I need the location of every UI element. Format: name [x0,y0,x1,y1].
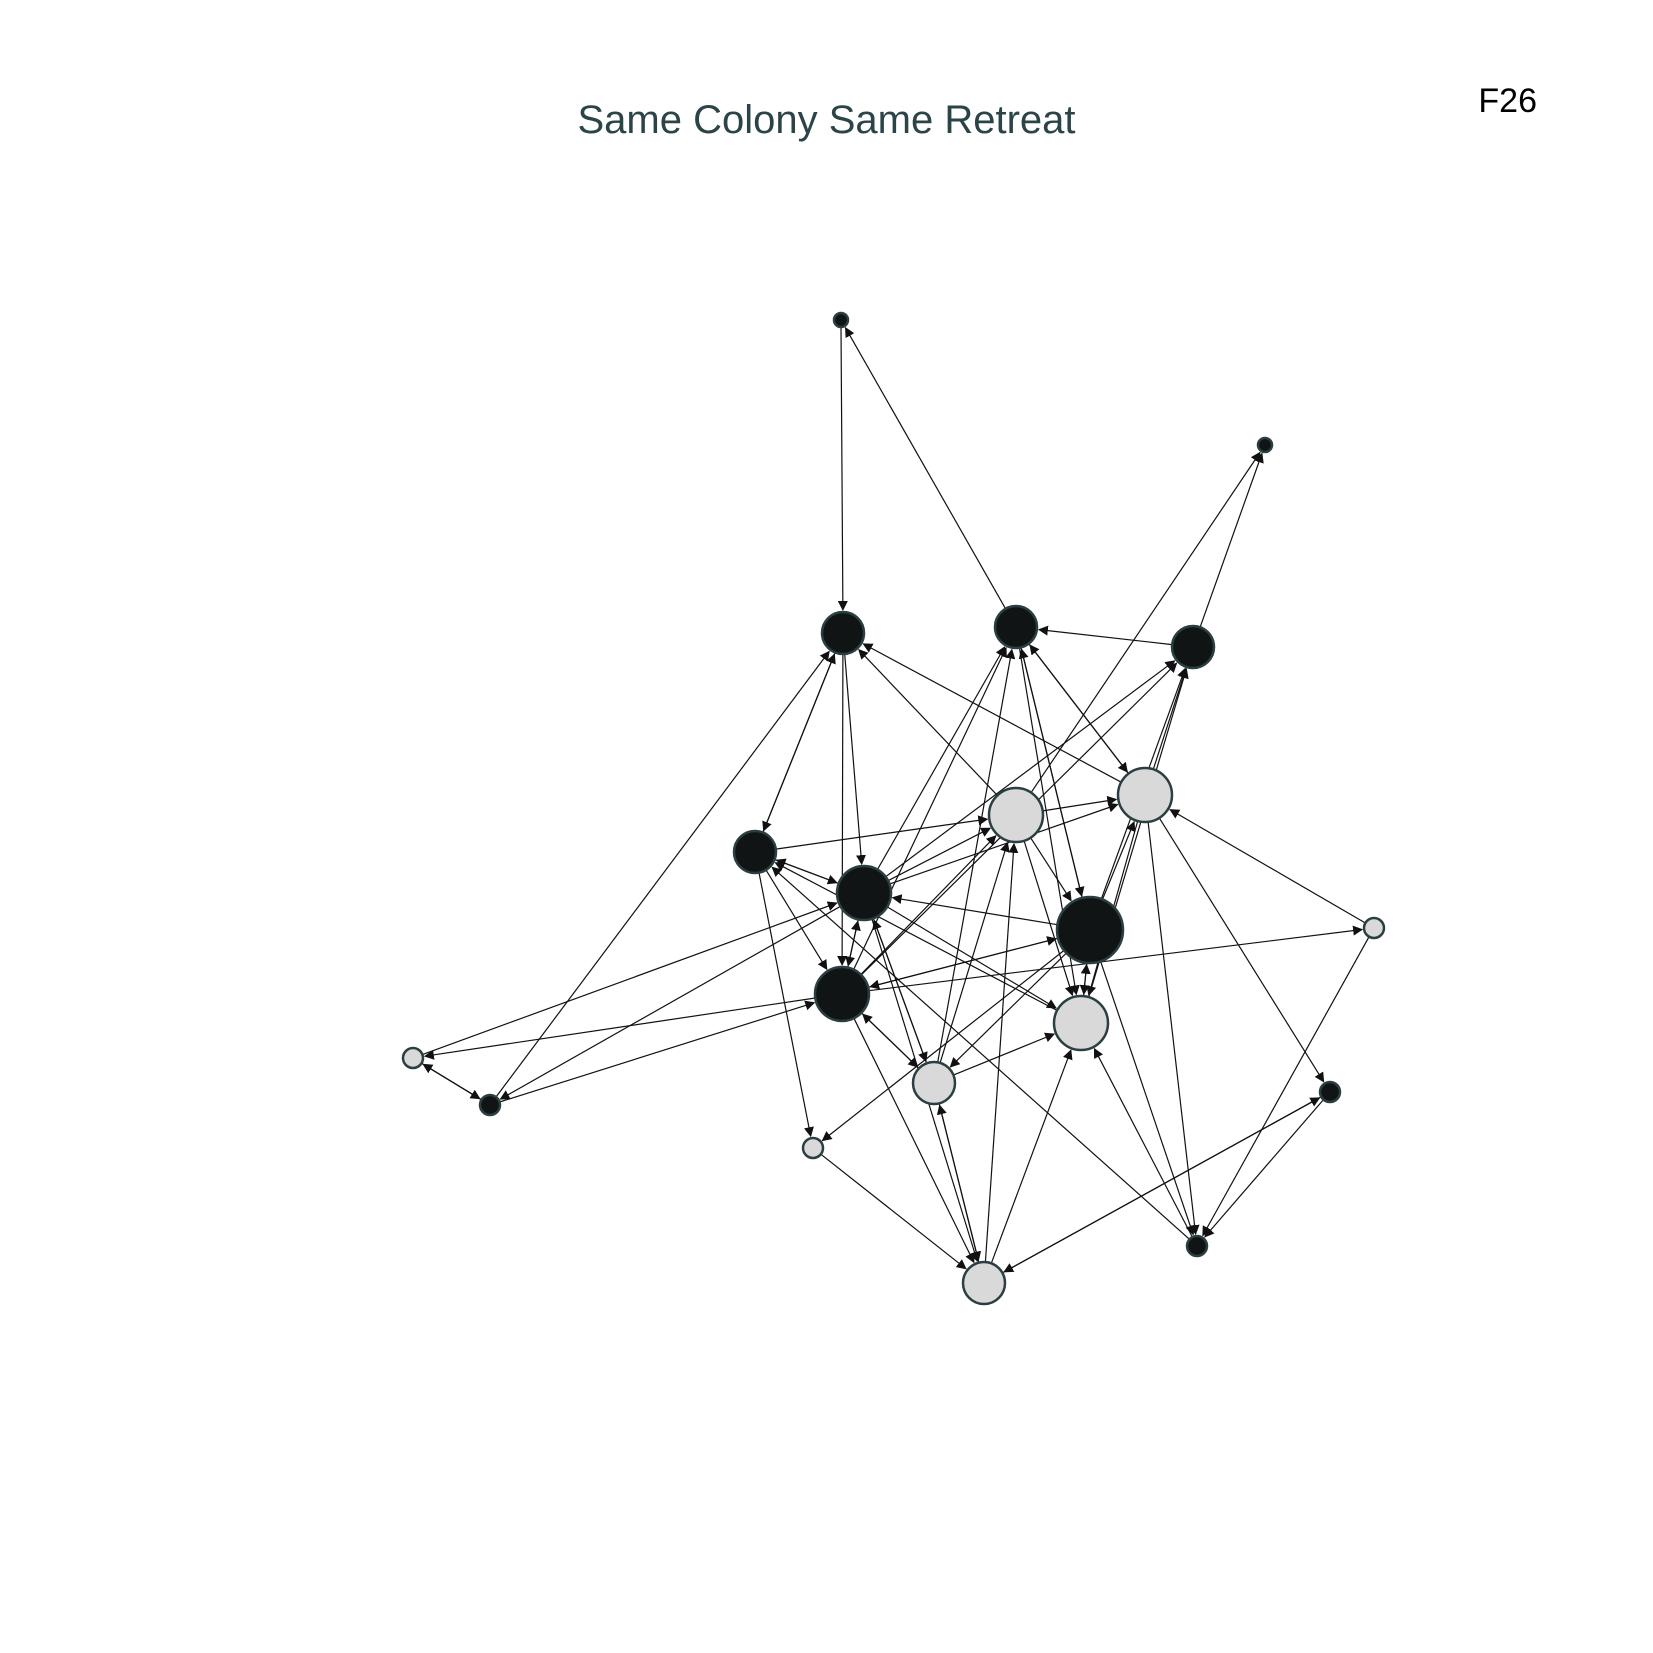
edge-I-P [872,918,928,1063]
node-D [993,604,1039,650]
edge-T-F [984,842,1019,1263]
edge-O-L [499,1000,816,1103]
edge-H-R [758,872,814,1138]
edge-G-C [862,643,1122,783]
node-A [832,311,850,329]
edge-C-L [837,653,848,966]
edge-J-I [891,894,1058,926]
edge-P-M [953,1032,1056,1076]
edge-N-I [422,901,838,1056]
edge-R-T [820,1153,967,1270]
edge-L-N [423,997,816,1060]
node-M [1052,994,1110,1052]
node-C [820,610,866,656]
edge-M-H [774,862,1058,1012]
node-R [801,1136,825,1160]
edge-P-D [937,648,1016,1063]
edge-H-F [775,815,989,850]
edge-K-S [1202,936,1370,1237]
edge-D-A [844,326,1007,610]
edge-Q-S [1204,1099,1324,1238]
edge-C-I [844,653,866,866]
chart-title: Same Colony Same Retreat [577,98,1076,142]
edge-O-N [422,1063,482,1101]
edge-L-I [847,920,861,968]
edge-G-S [1147,821,1200,1236]
node-layer [401,311,1386,1306]
node-E [1170,624,1216,670]
edge-F-G [1042,795,1118,812]
edge-L-F [860,835,997,976]
edge-L-P [860,1012,919,1068]
node-S [1185,1234,1209,1258]
edge-I-H [775,858,839,885]
edge-E-B [1199,452,1264,628]
edge-T-M [990,1049,1073,1264]
node-L [813,965,871,1023]
node-H [732,829,778,875]
edge-J-S [1100,961,1196,1236]
edge-S-H [771,866,1190,1240]
edge-L-K [868,925,1364,992]
edge-L-T [853,1017,975,1264]
node-O [478,1093,502,1117]
edge-J-R [821,949,1065,1142]
edge-M-J [1080,963,1091,997]
panel-label: F26 [1478,82,1537,120]
node-K [1362,916,1386,940]
edge-I-E [885,660,1176,878]
edge-S-M [1093,1047,1193,1238]
node-I [835,864,893,922]
edge-J-G [1101,820,1136,900]
edge-J-P [949,952,1067,1068]
node-P [911,1060,957,1106]
edge-H-L [765,869,828,971]
edge-F-B [1030,451,1261,793]
edge-I-O [499,905,841,1100]
edge-Q-T [1003,1096,1322,1273]
node-F [987,786,1045,844]
edge-A-C [837,326,848,611]
edge-F-C [858,648,998,796]
edge-K-G [1169,809,1366,924]
node-J [1055,895,1125,965]
edge-T-P [936,1104,980,1263]
edge-H-C [762,653,836,833]
node-Q [1318,1080,1342,1104]
edge-I-F [887,827,992,882]
node-N [401,1046,425,1070]
edge-D-J [1020,647,1085,897]
edge-L-J [867,936,1058,988]
node-B [1256,436,1274,454]
edge-P-F [939,841,1010,1064]
edge-E-D [1037,625,1173,646]
edge-I-G [889,802,1119,885]
node-G [1116,766,1174,824]
edge-G-E [1152,667,1188,770]
edge-I-D [876,646,1006,870]
edge-F-M [1023,840,1075,997]
node-T [961,1260,1007,1306]
edge-O-C [495,650,830,1098]
edge-G-Q [1158,817,1325,1083]
edge-D-G [1028,643,1128,773]
edge-layer [421,326,1370,1274]
edge-F-J [1030,837,1072,902]
